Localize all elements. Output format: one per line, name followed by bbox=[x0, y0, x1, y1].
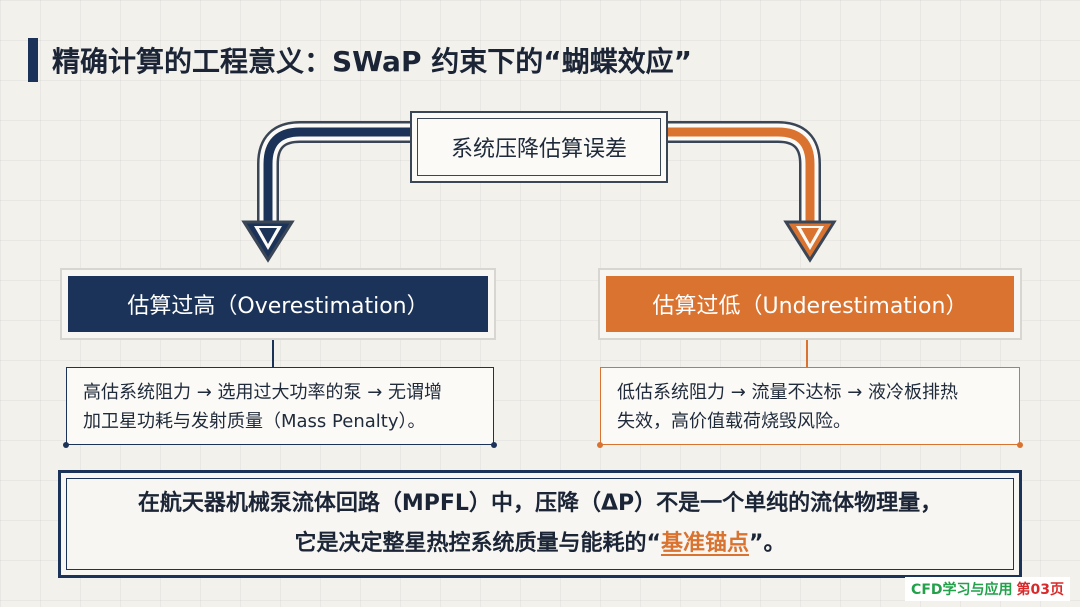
error-source-label: 系统压降估算误差 bbox=[417, 118, 661, 176]
title-accent-bar bbox=[28, 38, 38, 82]
conclusion-line-1: 在航天器机械泵流体回路（MPFL）中，压降（ΔP）不是一个单纯的流体物理量， bbox=[137, 491, 943, 516]
right-connector-line bbox=[806, 340, 808, 368]
underestimation-box: 估算过低（Underestimation） bbox=[598, 268, 1022, 340]
overestimation-description: 高估系统阻力 → 选用过大功率的泵 → 无谓增 加卫星功耗与发射质量（Mass … bbox=[63, 367, 497, 448]
conclusion-line-2: 它是决定整星热控系统质量与能耗的“基准锚点”。 bbox=[295, 524, 786, 564]
left-branch-arrow bbox=[241, 121, 410, 263]
overestimation-heading: 估算过高（Overestimation） bbox=[68, 276, 488, 332]
footer-watermark: CFD学习与应用第03页 bbox=[905, 577, 1070, 601]
underestimation-line-1: 低估系统阻力 → 流量不达标 → 液冷板排热 bbox=[617, 382, 959, 403]
conclusion-box: 在航天器机械泵流体回路（MPFL）中，压降（ΔP）不是一个单纯的流体物理量， 它… bbox=[58, 470, 1022, 578]
overestimation-line-2: 加卫星功耗与发射质量（Mass Penalty）。 bbox=[83, 411, 426, 432]
left-connector-line bbox=[272, 340, 274, 368]
error-source-box: 系统压降估算误差 bbox=[410, 111, 668, 183]
overestimation-line-1: 高估系统阻力 → 选用过大功率的泵 → 无谓增 bbox=[83, 382, 443, 403]
right-branch-arrow bbox=[668, 121, 837, 263]
conclusion-highlight: 基准锚点 bbox=[660, 531, 749, 556]
page-title: 精确计算的工程意义：SWaP 约束下的“蝴蝶效应” bbox=[52, 45, 693, 78]
underestimation-heading: 估算过低（Underestimation） bbox=[606, 276, 1014, 332]
conclusion-line-2-prefix: 它是决定整星热控系统质量与能耗的“ bbox=[294, 531, 661, 556]
footer-brand: CFD学习与应用 bbox=[911, 582, 1013, 598]
underestimation-description: 低估系统阻力 → 流量不达标 → 液冷板排热 失效，高价值载荷烧毁风险。 bbox=[597, 367, 1023, 448]
overestimation-box: 估算过高（Overestimation） bbox=[60, 268, 496, 340]
underestimation-line-2: 失效，高价值载荷烧毁风险。 bbox=[617, 411, 851, 432]
footer-page: 第03页 bbox=[1016, 582, 1064, 598]
conclusion-line-2-suffix: ”。 bbox=[749, 531, 786, 556]
